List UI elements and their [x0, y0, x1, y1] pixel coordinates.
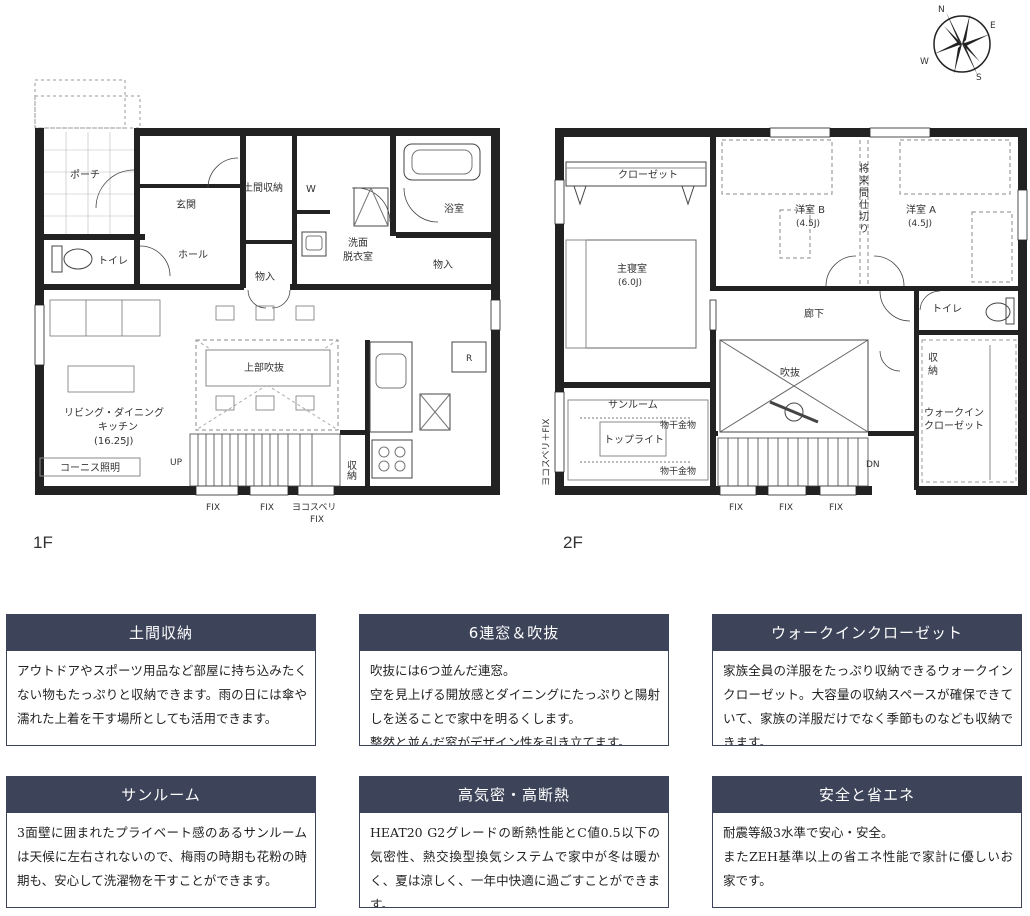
svg-text:間: 間	[859, 187, 869, 199]
window2-label-2: FIX	[779, 503, 793, 513]
card-title: 高気密・高断熱	[360, 777, 668, 813]
floor2-label: 2F	[563, 533, 583, 552]
feature-card-insulation: 高気密・高断熱 HEAT20 G2グレードの断熱性能とC値0.5以下の気密性、熱…	[359, 776, 669, 908]
card-body: 家族全員の洋服をたっぷり収納できるウォークインクローゼット。大容量の収納スペース…	[723, 663, 1013, 745]
window2-label-1: FIX	[729, 503, 743, 513]
svg-text:り: り	[859, 223, 869, 235]
card-body: 3面壁に囲まれたプライベート感のあるサンルームは天候に左右されないので、梅雨の時…	[17, 825, 307, 888]
room2-a-1: 洋室 A	[906, 203, 936, 216]
feature-card-windows-atrium: 6連窓＆吹抜 吹抜には6つ並んだ連窓。 空を見上げる開放感とダイニングにたっぷり…	[359, 614, 669, 746]
floor1-label: 1F	[33, 533, 53, 552]
room-storage-c-1: 収納	[345, 460, 357, 481]
room2-b-1: 洋室 B	[795, 203, 825, 216]
room-bath: 浴室	[444, 202, 464, 215]
room2-toilet: トイレ	[932, 304, 962, 315]
room2-drying-2: 物干金物	[660, 465, 696, 477]
side-window-label: ヨコスベリ＋FIX	[541, 419, 552, 486]
room2-wic-1: ウォークイン	[924, 407, 984, 419]
room-ldk-3: (16.25J)	[94, 436, 133, 447]
room-earth-storage: 土間収納	[243, 181, 283, 194]
card-title: ウォークインクローゼット	[713, 615, 1021, 651]
feature-card-earth-storage: 土間収納 アウトドアやスポーツ用品など部屋に持ち込みたくない物もたっぷりと収納で…	[6, 614, 316, 746]
room2-atrium: 吹抜	[780, 366, 800, 379]
feature-card-sunroom: サンルーム 3面壁に囲まれたプライベート感のあるサンルームは天候に左右されないの…	[6, 776, 316, 908]
room-entrance: 玄関	[176, 198, 196, 211]
room2-future-partition: 将 来 間 仕 切 り	[859, 163, 869, 235]
room-atrium-above: 上部吹抜	[244, 361, 284, 374]
feature-card-safety-energy: 安全と省エネ 耐震等級3水準で安心・安全。 またZEH基準以上の省エネ性能で家計…	[712, 776, 1022, 908]
room-ldk-2: キッチン	[98, 421, 138, 433]
room-porch: ポーチ	[70, 169, 100, 181]
room-ldk-1: リビング・ダイニング	[64, 406, 164, 419]
room2-b-2: (4.5J)	[796, 219, 820, 229]
compass-icon: N E W S	[920, 5, 996, 83]
room-washroom-2: 脱衣室	[343, 250, 373, 263]
room2-skylight: トップライト	[604, 434, 664, 446]
window-label-4: FIX	[310, 515, 324, 525]
card-body: 耐震等級3水準で安心・安全。 またZEH基準以上の省エネ性能で家計に優しいお家で…	[723, 825, 1013, 888]
room-hall: ホール	[178, 249, 208, 261]
floor-plan-drawing: N E W S	[34, 5, 1028, 525]
room2-closet: クローゼット	[618, 169, 678, 181]
svg-text:仕: 仕	[859, 198, 869, 211]
room-storage-b: 物入	[433, 258, 453, 271]
svg-text:来: 来	[859, 175, 869, 187]
room2-a-2: (4.5J)	[908, 219, 932, 229]
room2-wic-2: クローゼット	[924, 420, 984, 432]
window-label-1: FIX	[206, 503, 220, 513]
svg-text:切: 切	[859, 211, 869, 223]
window2-label-3: FIX	[829, 503, 843, 513]
room-washroom-1: 洗面	[348, 237, 368, 249]
stair-up: UP	[170, 458, 183, 468]
room-w: W	[306, 184, 316, 195]
card-body: 吹抜には6つ並んだ連窓。 空を見上げる開放感とダイニングにたっぷりと陽射しを送る…	[370, 663, 660, 745]
compass-n: N	[938, 5, 945, 15]
compass-s: S	[976, 73, 982, 83]
room2-master-1: 主寝室	[617, 262, 647, 275]
room2-master-2: (6.0J)	[618, 278, 642, 288]
card-title: 安全と省エネ	[713, 777, 1021, 813]
room-storage-a: 物入	[255, 270, 275, 283]
compass-w: W	[920, 57, 929, 67]
card-title: 土間収納	[7, 615, 315, 651]
floor1-plan: ポーチ 玄関 土間収納 W 洗面 脱衣室 浴室 トイレ ホール 物入 物入 上部…	[34, 79, 501, 525]
room2-storage-2: 納	[928, 364, 938, 377]
room-cornice: コーニス照明	[60, 462, 120, 474]
compass-e: E	[990, 21, 996, 31]
floor2-plan: クローゼット 洋室 B (4.5J) 将 来 間 仕 切 り 洋室 A (4.5…	[541, 127, 1028, 513]
card-title: サンルーム	[7, 777, 315, 813]
room2-sunroom: サンルーム	[608, 399, 658, 411]
window-label-3: ヨコスベリ	[292, 503, 336, 513]
window-label-2: FIX	[260, 503, 274, 513]
room2-drying-1: 物干金物	[660, 419, 696, 431]
svg-text:将: 将	[859, 163, 869, 175]
room2-corridor: 廊下	[804, 307, 824, 320]
room-r-mark: R	[466, 354, 472, 364]
stair-dn: DN	[866, 460, 880, 470]
room-toilet: トイレ	[98, 256, 128, 267]
room2-storage-1: 収	[928, 352, 938, 364]
card-title: 6連窓＆吹抜	[360, 615, 668, 651]
card-body: HEAT20 G2グレードの断熱性能とC値0.5以下の気密性、熱交換型換気システ…	[370, 825, 660, 907]
card-body: アウトドアやスポーツ用品など部屋に持ち込みたくない物もたっぷりと収納できます。雨…	[17, 663, 307, 726]
feature-card-walk-in-closet: ウォークインクローゼット 家族全員の洋服をたっぷり収納できるウォークインクローゼ…	[712, 614, 1022, 746]
